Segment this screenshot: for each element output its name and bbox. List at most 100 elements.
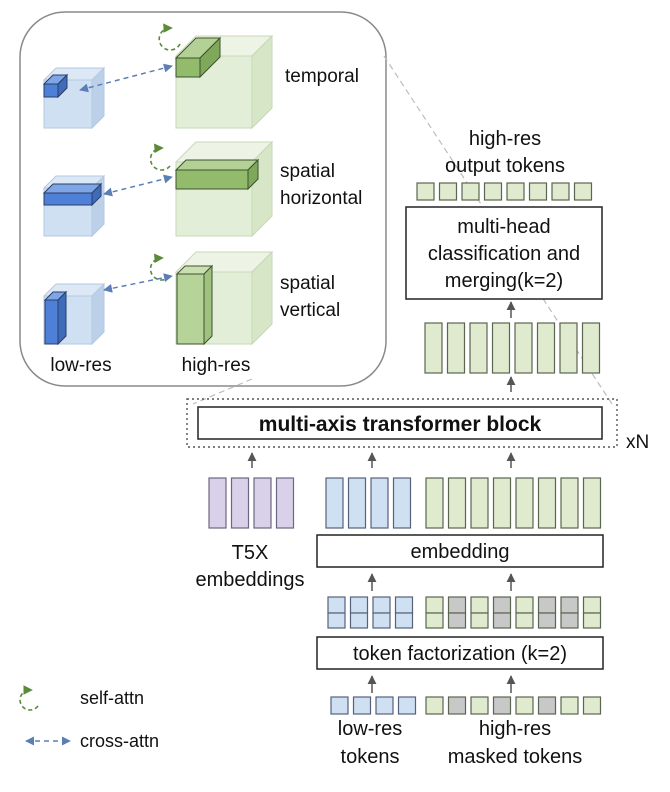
legend-cross-attn-label: cross-attn [80, 731, 159, 751]
low-res-hidden-token [347, 477, 367, 529]
mid-high-res-token-row [425, 477, 602, 529]
t5x-label-line1: T5X [232, 542, 269, 564]
input-high-res-token [447, 696, 467, 715]
input-high-res-token [515, 696, 534, 715]
spatial-horizontal-label-line2: horizontal [280, 188, 362, 209]
factorized-high-res-token-top [515, 596, 534, 614]
output-tokens-title-line2: output tokens [445, 155, 565, 177]
input-low-res-token [375, 696, 394, 715]
high-res-hidden-token [582, 477, 602, 529]
factorized-low-res-token-bottom [327, 612, 346, 629]
hidden-token [446, 322, 466, 374]
factorized-high-res-token-top [425, 596, 444, 614]
high-res-hidden-token [470, 477, 489, 529]
classification-head: multi-head classification and merging(k=… [405, 206, 603, 300]
output-tokens-title-line1: high-res [469, 128, 541, 150]
factorized-low-res-token-row [327, 596, 414, 629]
self-attn-loop-temporal [158, 23, 181, 51]
output-token [461, 182, 480, 201]
transformer-block-label: multi-axis transformer block [259, 413, 542, 436]
cross-attn-arrow-temporal [79, 63, 173, 93]
factorized-high-res-token-row [425, 596, 602, 629]
factorized-high-res-token-bottom [425, 612, 444, 629]
factorized-low-res-token-bottom [372, 612, 391, 629]
factorized-high-res-token-bottom [447, 612, 467, 629]
factorized-low-res-token-top [349, 596, 369, 614]
t5x-token [275, 477, 295, 529]
hidden-token [514, 322, 533, 374]
factorized-high-res-token-top [582, 596, 602, 614]
low-res-hidden-token [325, 477, 344, 529]
factorized-low-res-token-top [327, 596, 346, 614]
cross-attn-arrow-vertical [103, 273, 173, 293]
high-res-hidden-token [515, 477, 534, 529]
output-token [573, 182, 593, 201]
input-low-res-token [330, 696, 349, 715]
output-token [506, 182, 525, 201]
input-high-res-token-row [425, 696, 602, 715]
factorized-high-res-token-top [447, 596, 467, 614]
input-high-res-token [492, 696, 512, 715]
high-res-hidden-token [447, 477, 467, 529]
classification-head-line3: merging(k=2) [445, 270, 563, 292]
low-res-cube-temporal [42, 66, 106, 130]
top-hidden-token-row [424, 322, 601, 374]
factorized-high-res-token-bottom [515, 612, 534, 629]
legend: self-attn cross-attn [19, 685, 159, 751]
factorized-high-res-token-bottom [560, 612, 579, 629]
hidden-token [424, 322, 443, 374]
factorized-low-res-token-bottom [349, 612, 369, 629]
output-token [438, 182, 458, 201]
temporal-attention-row: temporal [42, 23, 359, 130]
factorized-high-res-token-top [492, 596, 512, 614]
embedding-box: embedding [316, 534, 604, 568]
low-res-cube-vertical [42, 282, 106, 346]
inset-low-res-label: low-res [50, 355, 111, 376]
t5x-label-line2: embeddings [196, 569, 305, 591]
spatial-vertical-attention-row: spatial vertical [42, 250, 340, 346]
hidden-token [536, 322, 556, 374]
zoom-guide-lines [192, 55, 613, 405]
spatial-horizontal-attention-row: spatial horizontal [42, 140, 362, 238]
self-attn-loop-horizontal [149, 143, 171, 171]
hidden-token [491, 322, 511, 374]
factorized-high-res-token-bottom [470, 612, 489, 629]
spatial-vertical-label-line1: spatial [280, 273, 335, 294]
t5x-token [230, 477, 250, 529]
low-res-hidden-token [370, 477, 389, 529]
t5x-token [253, 477, 272, 529]
t5x-token [208, 477, 227, 529]
hidden-token [469, 322, 488, 374]
factorized-high-res-token-bottom [492, 612, 512, 629]
factorized-high-res-token-top [470, 596, 489, 614]
legend-self-attn-label: self-attn [80, 688, 144, 708]
output-token [483, 182, 503, 201]
hidden-token [559, 322, 578, 374]
classification-head-line2: classification and [428, 243, 580, 265]
factorized-high-res-token-top [537, 596, 557, 614]
factorized-high-res-token-bottom [582, 612, 602, 629]
embedding-label: embedding [411, 541, 510, 563]
high-res-hidden-token [425, 477, 444, 529]
cross-attn-arrow-horizontal [103, 174, 173, 197]
spatial-vertical-label-line2: vertical [280, 300, 340, 321]
output-token [416, 182, 435, 201]
high-res-hidden-token [537, 477, 557, 529]
high-res-hidden-token [560, 477, 579, 529]
hidden-token [581, 322, 601, 374]
output-token-row [416, 182, 593, 201]
input-high-res-token [537, 696, 557, 715]
input-high-res-token [470, 696, 489, 715]
mid-low-res-token-row [325, 477, 412, 529]
input-low-res-token [352, 696, 372, 715]
input-high-res-label-line2: masked tokens [448, 746, 583, 768]
token-factorization-box: token factorization (k=2) [316, 636, 604, 670]
input-low-res-label-line1: low-res [338, 718, 402, 740]
temporal-label: temporal [285, 66, 359, 87]
repeat-label: xN [626, 432, 649, 453]
factorized-low-res-token-top [394, 596, 414, 614]
input-low-res-token [397, 696, 417, 715]
high-res-cube-vertical [174, 250, 274, 346]
low-res-cube-horizontal [42, 174, 106, 238]
